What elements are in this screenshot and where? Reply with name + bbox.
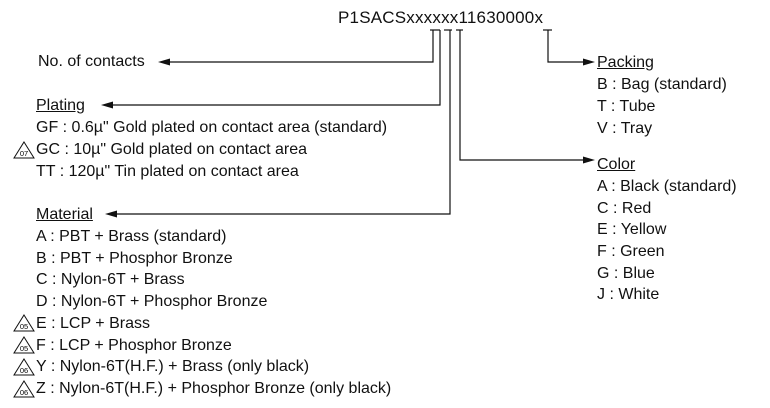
revision-badge-06-icon: 06 <box>13 380 35 398</box>
packing-title: Packing <box>597 54 654 71</box>
color-title: Color <box>597 156 636 173</box>
packing-item-t: T : Tube <box>597 98 656 115</box>
material-item-y: Y : Nylon-6T(H.F.) + Brass (only black) <box>36 358 310 375</box>
material-item-a: A : PBT + Brass (standard) <box>36 228 227 245</box>
plating-item-tt: TT : 120µ" Tin plated on contact area <box>36 163 299 180</box>
material-item-b: B : PBT + Phosphor Bronze <box>36 250 233 267</box>
plating-item-gf: GF : 0.6µ" Gold plated on contact area (… <box>36 119 388 136</box>
color-item-c: C : Red <box>597 200 652 217</box>
revision-badge-07-icon: 07 <box>13 141 35 159</box>
plating-item-gc: GC : 10µ" Gold plated on contact area <box>36 141 308 158</box>
packing-item-v: V : Tray <box>597 120 653 137</box>
svg-text:06: 06 <box>20 388 28 397</box>
color-item-j: J : White <box>597 286 660 303</box>
color-item-f: F : Green <box>597 243 665 260</box>
revision-badge-05-icon: 05 <box>13 336 35 354</box>
part-number: P1SACSxxxxxx11630000x <box>338 8 544 27</box>
svg-text:05: 05 <box>20 322 28 331</box>
material-title: Material <box>36 206 93 223</box>
color-item-a: A : Black (standard) <box>597 178 737 195</box>
revision-badge-05-icon: 05 <box>13 314 35 332</box>
plating-title: Plating <box>36 97 85 114</box>
material-item-z: Z : Nylon-6T(H.F.) + Phosphor Bronze (on… <box>36 380 392 397</box>
material-item-c: C : Nylon-6T + Brass <box>36 271 185 288</box>
color-item-g: G : Blue <box>597 265 655 282</box>
color-item-e: E : Yellow <box>597 221 667 238</box>
contacts-label: No. of contacts <box>38 53 145 70</box>
svg-text:06: 06 <box>20 366 28 375</box>
svg-text:05: 05 <box>20 344 28 353</box>
material-item-d: D : Nylon-6T + Phosphor Bronze <box>36 293 268 310</box>
material-item-e: E : LCP + Brass <box>36 315 150 332</box>
material-item-f: F : LCP + Phosphor Bronze <box>36 337 232 354</box>
svg-text:07: 07 <box>20 149 28 158</box>
revision-badge-06-icon: 06 <box>13 358 35 376</box>
packing-item-b: B : Bag (standard) <box>597 76 727 93</box>
